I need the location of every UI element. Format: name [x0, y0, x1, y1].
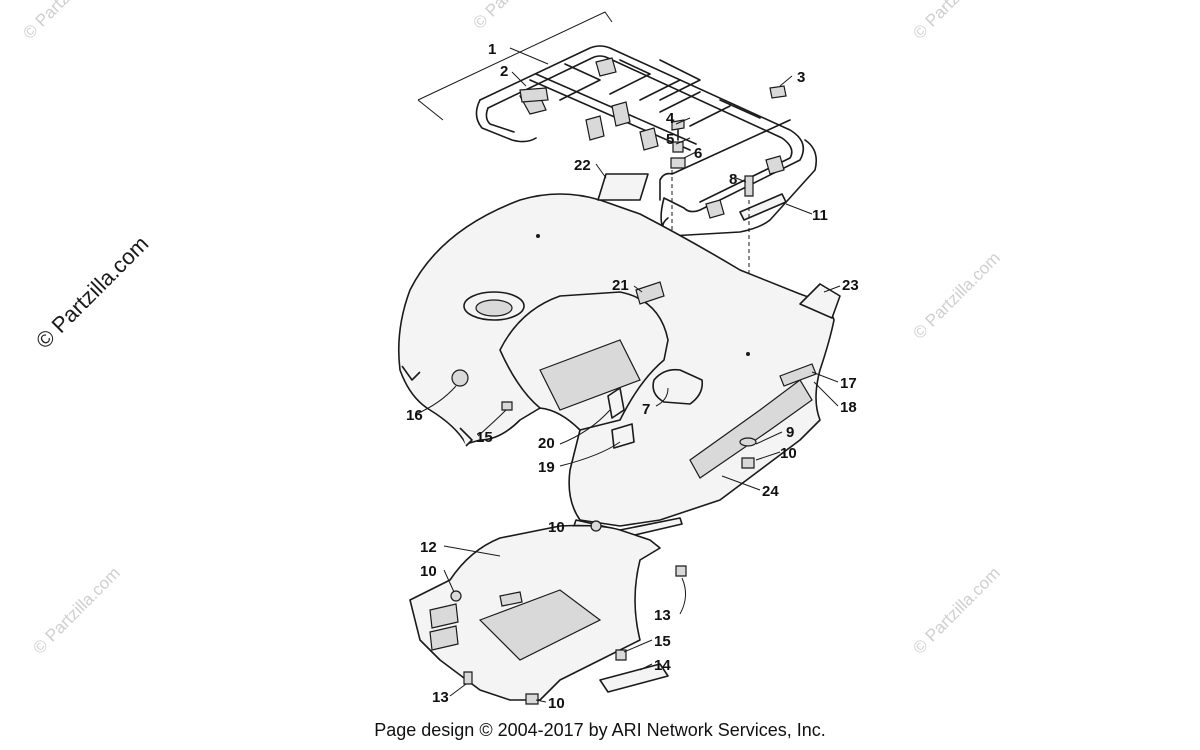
- footwell: [409, 520, 687, 705]
- callout-24: 24: [762, 483, 779, 500]
- callouts: 1 2 3 4 5 6 7 8 9 10 11 12 13 14 15 16 1…: [406, 41, 859, 712]
- callout-19: 19: [538, 459, 555, 476]
- callout-8: 8: [729, 171, 737, 188]
- callout-13-left: 13: [432, 689, 449, 706]
- rear-rack: [417, 11, 818, 239]
- callout-5: 5: [666, 131, 674, 148]
- callout-7: 7: [642, 401, 650, 418]
- rear-fender: [397, 193, 835, 539]
- callout-16: 16: [406, 407, 423, 424]
- callout-4: 4: [666, 110, 675, 127]
- callout-15-footwell: 15: [654, 633, 671, 650]
- callout-13-right: 13: [654, 607, 671, 624]
- leader-lines: [415, 47, 841, 703]
- callout-18: 18: [840, 399, 857, 416]
- callout-10-fender: 10: [780, 445, 797, 462]
- callout-15-fender: 15: [476, 429, 493, 446]
- callout-9: 9: [786, 424, 794, 441]
- watermark-top-mid: © Partzilla.com: [469, 0, 563, 33]
- callout-22: 22: [574, 157, 591, 174]
- footer-copyright: Page design © 2004-2017 by ARI Network S…: [374, 720, 826, 740]
- decals: [597, 173, 841, 319]
- watermark-bottom-left: © Partzilla.com: [29, 563, 123, 657]
- callout-10-top: 10: [548, 519, 565, 536]
- callout-23: 23: [842, 277, 859, 294]
- callout-14: 14: [654, 657, 671, 674]
- watermark-large-left: © Partzilla.com: [31, 231, 154, 354]
- watermark-top-right: © Partzilla.com: [909, 0, 1003, 43]
- callout-12: 12: [420, 539, 437, 556]
- watermark-mid-right: © Partzilla.com: [909, 248, 1003, 342]
- callout-21: 21: [612, 277, 629, 294]
- callout-10-left: 10: [420, 563, 437, 580]
- watermark-top-left: © Partzilla.com: [19, 0, 113, 43]
- callout-20: 20: [538, 435, 555, 452]
- watermark-bottom-right: © Partzilla.com: [909, 563, 1003, 657]
- callout-1: 1: [488, 41, 496, 58]
- callout-10-bottom: 10: [548, 695, 565, 712]
- callout-2: 2: [500, 63, 508, 80]
- callout-17: 17: [840, 375, 857, 392]
- callout-3: 3: [797, 69, 805, 86]
- callout-11: 11: [812, 207, 828, 224]
- callout-6: 6: [694, 145, 702, 162]
